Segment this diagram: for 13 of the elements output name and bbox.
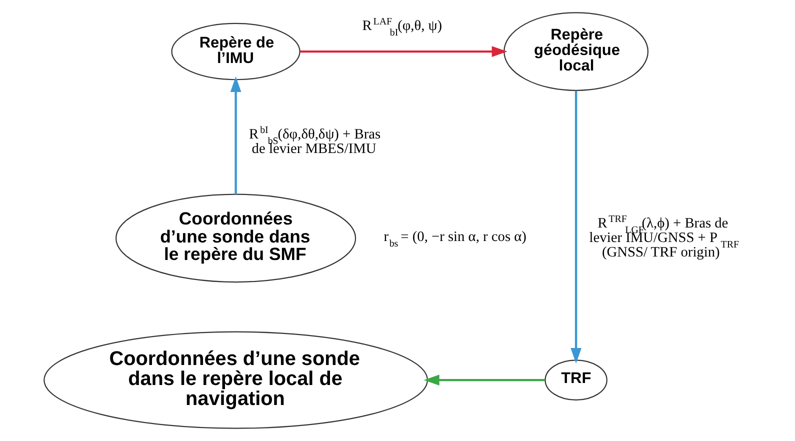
edge-label: R$^{LAF}$$_{bI}$(φ,θ, ψ) [362,16,442,38]
node-label: r$_{bs}$ = (0, −r sin α, r cos α) [384,228,526,250]
node-ellipse: Repère géodésique local [504,12,649,91]
node-ellipse: TRF [544,360,608,401]
edge-label: R$^{TRF}$$_{LGF}$(λ,ϕ) + Bras de levier IMU/GNSS + P$_{TRF}$ (GNSS/ TRF origin) [589,214,739,260]
arrow [230,76,242,194]
arrow [570,90,582,364]
edge-label: R$^{bI}$$_{bS}$(δφ,δθ,δψ) + Bras de levier MBES/IMU [249,125,381,157]
node-ellipse: Coordonnées d’une sonde dans le repère du SMF [116,194,356,283]
arrow [424,374,545,386]
node-ellipse: Repère de l’IMU [171,22,300,80]
node-ellipse: Coordonnées d’une sonde dans le repère local de navigation [44,331,428,429]
arrow [300,46,508,57]
